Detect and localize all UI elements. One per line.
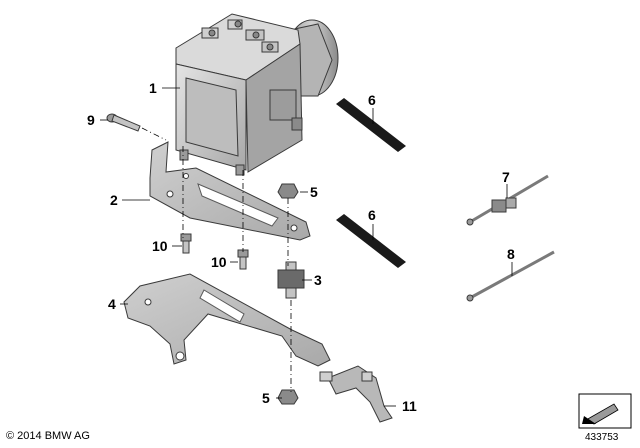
callout-11: 11 — [402, 398, 417, 414]
strip-6a — [336, 98, 406, 152]
nut-lower — [277, 389, 299, 405]
callout-6-lower: 6 — [368, 207, 376, 223]
leader-lines — [100, 87, 513, 407]
callout-9: 9 — [87, 112, 95, 128]
callout-5-lower: 5 — [262, 390, 270, 406]
callout-10-left: 10 — [152, 238, 168, 254]
screw-10b — [237, 249, 249, 270]
diagram-id: 433753 — [585, 432, 619, 443]
callout-7: 7 — [502, 169, 510, 185]
callout-5-upper: 5 — [310, 184, 318, 200]
lower-bracket — [123, 273, 331, 367]
callout-6-upper: 6 — [368, 92, 376, 108]
rubber-mount — [277, 261, 305, 299]
cable-tie-clip — [466, 174, 549, 226]
callout-2: 2 — [110, 192, 118, 208]
callout-1: 1 — [149, 80, 157, 96]
small-bracket — [319, 365, 393, 423]
upper-bracket — [149, 141, 311, 241]
abs-unit — [175, 13, 339, 176]
callout-3: 3 — [314, 272, 322, 288]
strip-6b — [336, 214, 406, 268]
view-direction-icon — [578, 393, 632, 429]
screw-10a — [180, 233, 192, 254]
assembly-lines — [141, 127, 292, 392]
screw-9 — [106, 113, 141, 132]
copyright-notice: © 2014 BMW AG — [6, 430, 90, 442]
callout-4: 4 — [108, 296, 116, 312]
callout-10-right: 10 — [211, 254, 227, 270]
nut-upper — [277, 183, 299, 199]
callout-8: 8 — [507, 246, 515, 262]
